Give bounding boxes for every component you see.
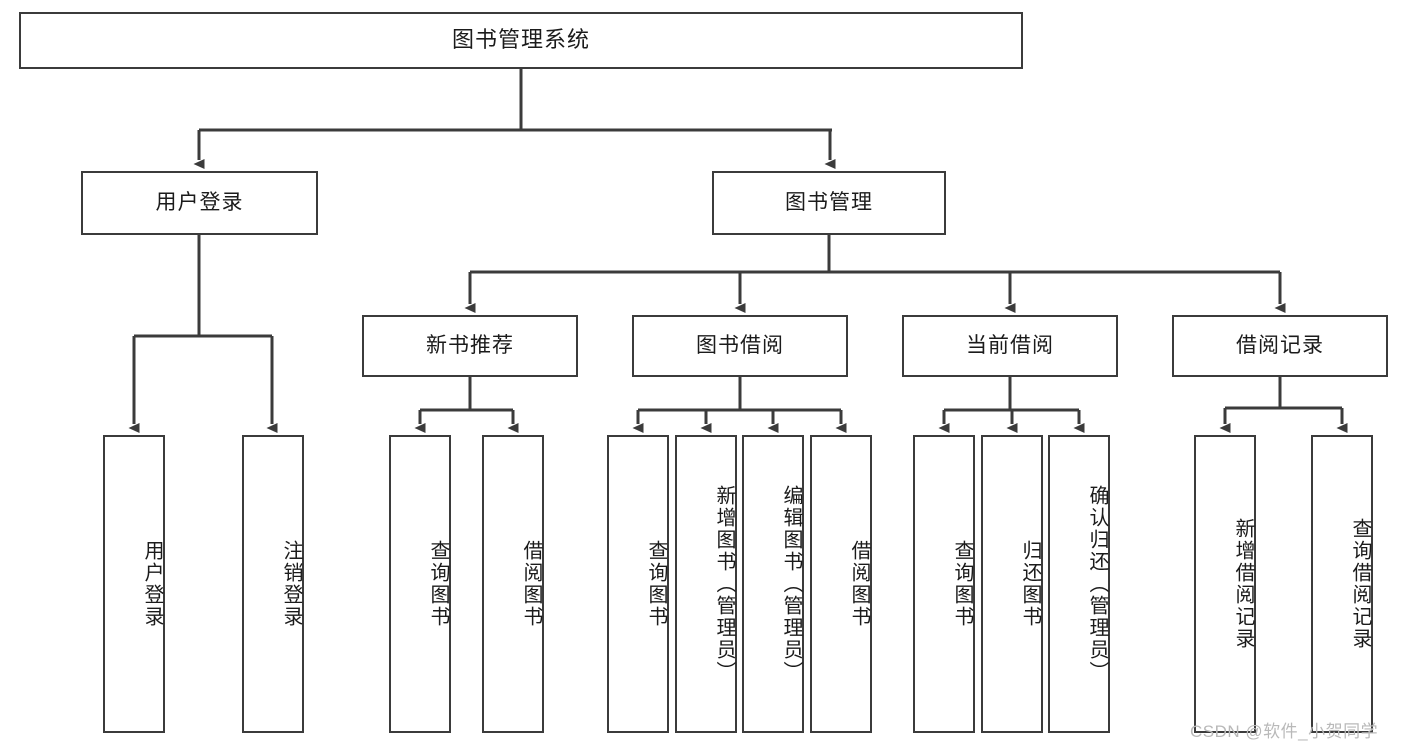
- leaf-edit-book-admin[interactable]: 编辑图书（管理员）: [742, 435, 804, 733]
- node-root-system[interactable]: 图书管理系统: [19, 12, 1023, 69]
- leaf-return-book[interactable]: 归还图书: [981, 435, 1043, 733]
- leaf-query-book-borrow[interactable]: 查询图书: [607, 435, 669, 733]
- node-user-login[interactable]: 用户登录: [81, 171, 318, 235]
- node-new-book-recommend[interactable]: 新书推荐: [362, 315, 578, 377]
- leaf-borrow-book[interactable]: 借阅图书: [810, 435, 872, 733]
- node-book-management[interactable]: 图书管理: [712, 171, 946, 235]
- leaf-user-login[interactable]: 用户登录: [103, 435, 165, 733]
- leaf-add-book-admin[interactable]: 新增图书（管理员）: [675, 435, 737, 733]
- leaf-query-book-recommend[interactable]: 查询图书: [389, 435, 451, 733]
- leaf-add-borrow-record[interactable]: 新增借阅记录: [1194, 435, 1256, 733]
- leaf-query-book-current[interactable]: 查询图书: [913, 435, 975, 733]
- leaf-query-borrow-record[interactable]: 查询借阅记录: [1311, 435, 1373, 733]
- csdn-watermark: CSDN @软件_小贺同学: [1190, 722, 1379, 741]
- leaf-confirm-return-admin[interactable]: 确认归还（管理员）: [1048, 435, 1110, 733]
- node-borrow-record[interactable]: 借阅记录: [1172, 315, 1388, 377]
- leaf-borrow-book-recommend[interactable]: 借阅图书: [482, 435, 544, 733]
- node-current-borrow[interactable]: 当前借阅: [902, 315, 1118, 377]
- leaf-logout-login[interactable]: 注销登录: [242, 435, 304, 733]
- node-book-borrow[interactable]: 图书借阅: [632, 315, 848, 377]
